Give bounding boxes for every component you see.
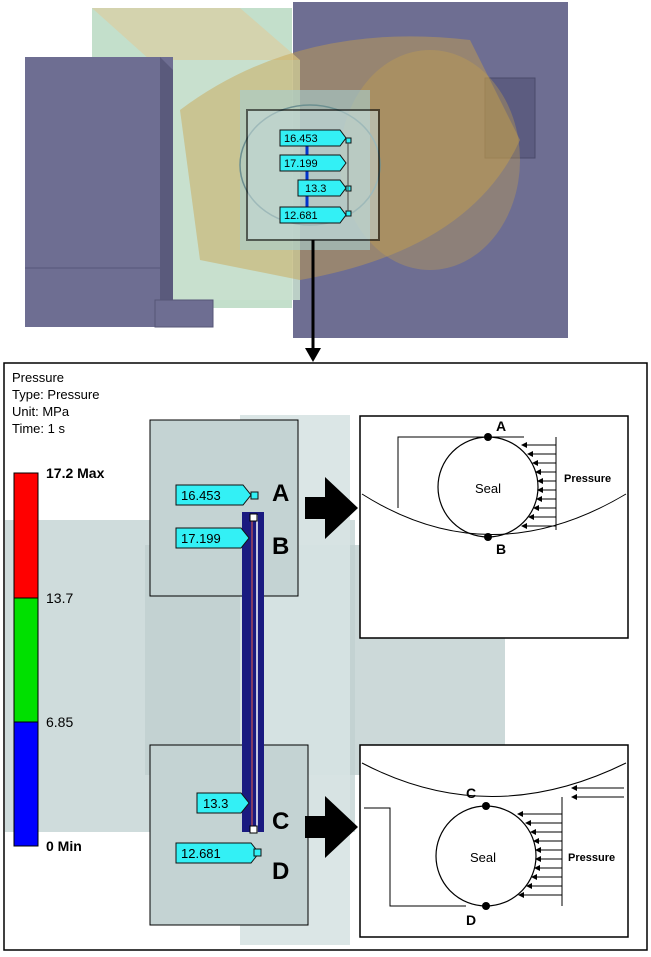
point-label-d: D xyxy=(272,858,289,885)
model-3d-view: 16.453 17.199 13.3 12.681 xyxy=(25,2,568,338)
zoom-connector-arrow xyxy=(305,240,321,362)
probe-tag-detail-4: 12.681 xyxy=(175,842,262,864)
legend-time: Time: 1 s xyxy=(12,421,65,436)
legend-band-low xyxy=(13,721,39,847)
legend: Pressure Type: Pressure Unit: MPa Time: … xyxy=(12,370,105,854)
arrow-to-lower-inset xyxy=(305,796,358,858)
upper-pressure-label: Pressure xyxy=(564,473,611,485)
svg-text:16.453: 16.453 xyxy=(181,488,221,503)
legend-max-label: 17.2 Max xyxy=(46,465,105,481)
upper-pressure-arrows xyxy=(521,442,556,529)
legend-mid-low-label: 6.85 xyxy=(46,714,73,730)
svg-text:13.3: 13.3 xyxy=(203,796,228,811)
lower-point-c: C xyxy=(466,785,476,801)
svg-text:17.199: 17.199 xyxy=(181,531,221,546)
lower-pressure-arrows xyxy=(517,785,624,898)
probe-tag-detail-1: 16.453 xyxy=(175,484,259,506)
probe-tag-top-2: 17.199 xyxy=(279,154,347,172)
lower-seal-label: Seal xyxy=(470,850,496,865)
legend-band-mid xyxy=(13,597,39,723)
svg-text:12.681: 12.681 xyxy=(181,846,221,861)
probe-tag-detail-3: 13.3 xyxy=(196,792,250,814)
arrow-to-upper-inset xyxy=(305,477,358,539)
upper-seal-inset: Seal Pressure A B xyxy=(359,415,629,639)
upper-seal-label: Seal xyxy=(475,481,501,496)
legend-unit: Unit: MPa xyxy=(12,404,70,419)
svg-text:12.681: 12.681 xyxy=(284,210,318,222)
lower-seal-inset: Seal Pressure C D xyxy=(359,744,629,938)
legend-min-label: 0 Min xyxy=(46,838,82,854)
point-label-a: A xyxy=(272,480,289,507)
probe-tag-top-3: 13.3 xyxy=(297,179,352,197)
svg-text:16.453: 16.453 xyxy=(284,133,318,145)
svg-text:17.199: 17.199 xyxy=(284,158,318,170)
legend-type: Type: Pressure xyxy=(12,387,99,402)
lower-pressure-label: Pressure xyxy=(568,852,615,864)
probe-tag-top-1: 16.453 xyxy=(279,129,352,147)
probe-path xyxy=(242,512,264,834)
svg-text:13.3: 13.3 xyxy=(305,183,326,195)
legend-title: Pressure xyxy=(12,370,64,385)
point-label-c: C xyxy=(272,808,289,835)
upper-point-a: A xyxy=(496,418,506,434)
legend-band-high xyxy=(13,472,39,599)
legend-mid-high-label: 13.7 xyxy=(46,590,73,606)
point-label-b: B xyxy=(272,533,289,560)
probe-tag-detail-2: 17.199 xyxy=(175,527,250,549)
lower-point-d: D xyxy=(466,912,476,928)
upper-point-b: B xyxy=(496,541,506,557)
probe-tag-top-4: 12.681 xyxy=(279,206,352,224)
